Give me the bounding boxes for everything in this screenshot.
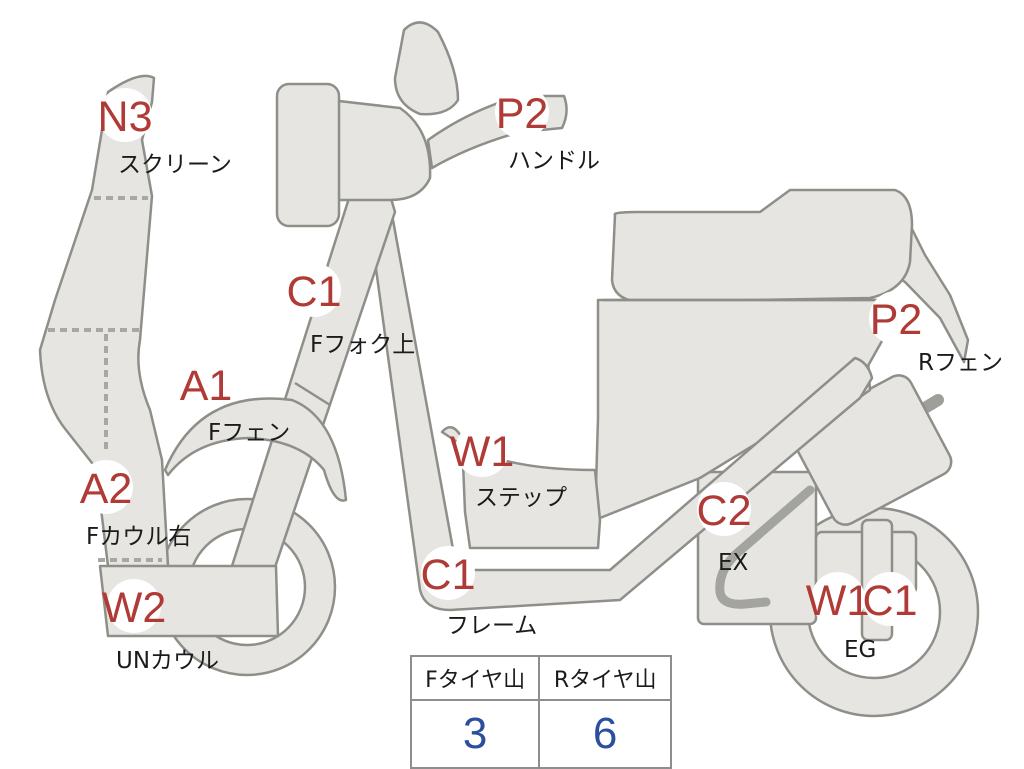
marker-engine-w1: W1	[806, 572, 871, 626]
label-handlebar: ハンドル	[508, 148, 600, 174]
code-front-fender: A1	[180, 362, 233, 410]
code-handlebar: P2	[496, 90, 549, 138]
marker-front-cowl-right: A2 Fカウル右	[79, 460, 191, 550]
marker-screen: N3 スクリーン	[98, 88, 232, 178]
label-front-cowl-right: Fカウル右	[86, 524, 191, 550]
marker-engine-c1: C1 EG	[844, 572, 917, 663]
label-exhaust: EX	[718, 550, 749, 576]
code-frame: C1	[421, 551, 476, 599]
label-under-cowl: UNカウル	[116, 648, 219, 674]
tire-table-header-row: Fタイヤ山 Rタイヤ山	[409, 655, 672, 701]
label-front-fork-upper: Fフォク上	[310, 332, 415, 358]
frame	[368, 218, 874, 612]
label-frame: フレーム	[446, 613, 537, 639]
headlight-handlebar	[275, 21, 568, 228]
rear-tire-value: 6	[538, 699, 672, 769]
marker-frame: C1 フレーム	[421, 546, 537, 639]
label-screen: スクリーン	[118, 152, 232, 178]
front-fender	[163, 397, 348, 502]
code-exhaust: C2	[697, 487, 752, 535]
tire-table-value-row: 3 6	[409, 699, 672, 769]
marker-step: W1 ステップ	[450, 423, 567, 511]
code-front-cowl-right: A2	[80, 465, 133, 513]
marker-front-fender: A1 Fフェン	[179, 357, 290, 446]
marker-handlebar: P2 ハンドル	[495, 85, 600, 174]
exhaust-pipe	[715, 485, 815, 609]
marker-exhaust: C2 EX	[697, 482, 752, 576]
label-step: ステップ	[475, 485, 567, 511]
marker-rear-fender: P2 Rフェン	[869, 291, 1003, 376]
front-tire-value: 3	[409, 699, 541, 769]
front-tire-header: Fタイヤ山	[409, 655, 541, 701]
rear-tire-header: Rタイヤ山	[538, 655, 672, 701]
code-screen: N3	[98, 93, 153, 141]
code-engine-w1: W1	[806, 577, 871, 625]
code-step: W1	[450, 428, 515, 476]
code-under-cowl: W2	[102, 584, 167, 632]
label-rear-fender: Rフェン	[918, 350, 1003, 376]
tire-tread-table: Fタイヤ山 Rタイヤ山 3 6	[409, 655, 672, 769]
label-front-fender: Fフェン	[208, 420, 290, 446]
marker-front-fork-upper: C1 Fフォク上	[287, 263, 415, 358]
seat-body	[593, 188, 914, 522]
fork-clamp	[294, 381, 331, 407]
marker-under-cowl: W2 UNカウル	[102, 579, 219, 674]
label-engine: EG	[844, 637, 876, 663]
code-engine-c1: C1	[863, 577, 918, 625]
code-rear-fender: P2	[870, 296, 923, 344]
code-front-fork-upper: C1	[287, 268, 342, 316]
